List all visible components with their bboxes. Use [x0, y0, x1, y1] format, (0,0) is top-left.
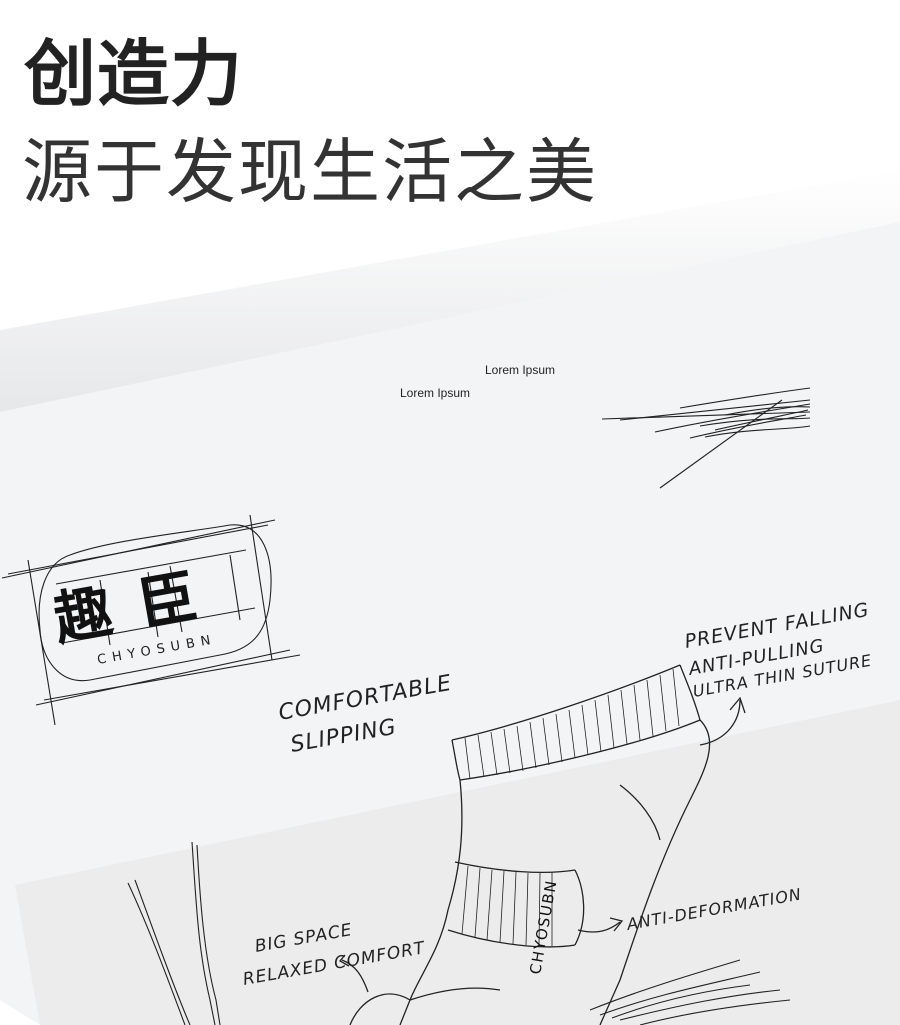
sock-sketch: [349, 664, 711, 1025]
placeholder-text-1: Lorem Ipsum: [485, 363, 556, 377]
page-subtitle: 源于发现生活之美: [22, 131, 598, 213]
annotation-arrows: [338, 696, 746, 993]
grass-strokes: [589, 959, 791, 1025]
scribble-graphic: [601, 387, 811, 489]
page-title: 创造力: [24, 32, 244, 116]
sheet-shadow: [0, 170, 900, 415]
logo-sketch: [1, 514, 301, 726]
placeholder-text-2: Lorem Ipsum: [400, 386, 471, 400]
leg-sketch: [127, 841, 221, 1025]
